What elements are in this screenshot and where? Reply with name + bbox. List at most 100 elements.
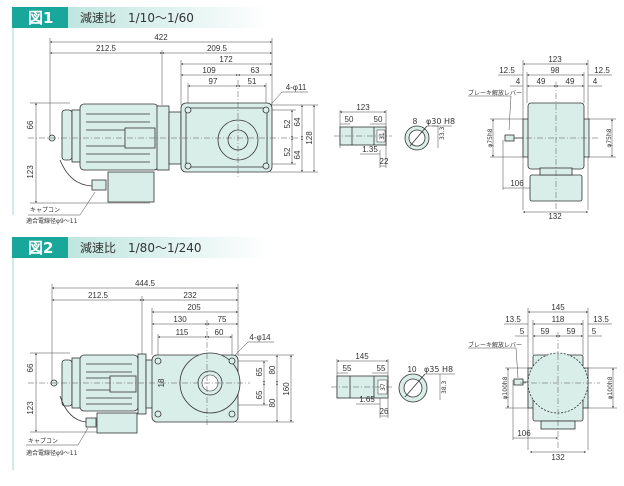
cable-gland (91, 179, 107, 191)
dim-106: 106 (517, 429, 531, 438)
dim-60: 60 (215, 328, 224, 337)
dim-margin-right: 12.5 (594, 66, 610, 75)
dim-margin-left: 12.5 (499, 66, 515, 75)
brake-release-lever (513, 378, 524, 386)
dim-172: 172 (219, 55, 233, 64)
fig1-side-view: 422 212.5 209.5 172 109 63 97 51 4-φ11 6… (26, 33, 318, 225)
dim-80-top: 80 (268, 365, 277, 374)
dim-97: 97 (209, 77, 218, 86)
dim-pilot-left: φ75h8 (487, 128, 494, 147)
dim-65-top: 65 (255, 367, 264, 376)
dim-shaft-length: 145 (355, 352, 369, 361)
dim-overall-length: 422 (154, 33, 168, 42)
dim-overall-length: 444.5 (135, 279, 156, 288)
dim-motor-length: 212.5 (96, 44, 117, 53)
fig1-header: 図1 減速比 1/10～1/60 (12, 7, 268, 215)
dim-keyway-depth: 33.3 (439, 126, 446, 140)
dim-half-right: 49 (566, 77, 575, 86)
dim-groove: 1.65 (359, 395, 375, 404)
dim-64-top: 64 (293, 117, 302, 126)
fig2-header: 図2 減速比 1/80～1/240 (12, 237, 268, 470)
fig1-end-view: 123 12.5 98 12.5 4 49 49 4 ブレーキ解放レバー φ75… (468, 55, 616, 221)
dim-132: 132 (551, 453, 565, 462)
dim-shaft-dia: 37 (380, 383, 387, 391)
dim-52-top: 52 (283, 119, 292, 128)
dim-key-length: 22 (380, 157, 389, 166)
dim-205: 205 (187, 303, 201, 312)
dim-shaft-right: 55 (377, 364, 386, 373)
dim-51: 51 (248, 77, 257, 86)
connector-label: キャプコン (28, 438, 58, 445)
dim-pilot-left: φ100h8 (502, 376, 509, 399)
fig2-side-view: 444.5 212.5 232 205 130 75 115 60 4-φ14 … (26, 279, 294, 457)
dim-motor-length: 212.5 (88, 291, 109, 300)
figure-1: 図1 減速比 1/10～1/60 (12, 7, 616, 225)
dim-end-width: 145 (551, 303, 565, 312)
fan-cover (61, 109, 73, 161)
fig1-title: 減速比 1/10～1/60 (80, 10, 194, 25)
fig2-title: 減速比 1/80～1/240 (80, 240, 202, 255)
dim-pilot-right: φ75h8 (606, 128, 613, 147)
dim-106: 106 (510, 179, 524, 188)
dim-mount-holes: 4-φ11 (286, 83, 307, 92)
dim-123: 123 (26, 165, 35, 179)
dim-18: 18 (157, 378, 166, 387)
dim-115: 115 (176, 328, 189, 337)
dim-109: 109 (202, 66, 216, 75)
dim-shaft-left: 50 (345, 115, 354, 124)
dim-key-length: 26 (380, 407, 389, 416)
dim-shaft-dia: 31 (379, 132, 386, 140)
dim-end-width: 123 (548, 55, 562, 64)
dim-130: 130 (173, 315, 187, 324)
fig1-label: 図1 (28, 9, 53, 27)
terminal-box (96, 412, 138, 434)
figure-2: 図2 減速比 1/80～1/240 (12, 237, 617, 470)
dim-shaft-right: 50 (374, 115, 383, 124)
dim-80-bottom: 80 (268, 398, 277, 407)
dim-margin-left: 13.5 (505, 315, 521, 324)
dim-groove: 1.35 (362, 145, 378, 154)
dim-side-left: 5 (520, 327, 525, 336)
dim-66: 66 (26, 120, 35, 129)
dim-160: 160 (282, 382, 291, 396)
dim-128: 128 (305, 131, 314, 145)
dim-mid: 98 (551, 66, 560, 75)
brake-release-lever (504, 134, 515, 142)
dim-half-left: 59 (541, 327, 550, 336)
terminal-box (107, 171, 155, 203)
brake-lever-label: ブレーキ解放レバー (468, 341, 522, 349)
dim-key-width: 10 (408, 365, 417, 374)
dim-mid: 118 (552, 315, 565, 324)
dim-shaft-length: 123 (356, 103, 370, 112)
dim-65-bottom: 65 (255, 390, 264, 399)
dim-63: 63 (251, 66, 260, 75)
fig2-shaft-detail: 145 55 55 1.65 26 37 10 φ35 H8 38.3 (331, 352, 455, 418)
fig1-shaft-detail: 123 50 50 1.35 22 31 8 φ30 H8 33.3 (334, 103, 455, 168)
dim-gear-length: 209.5 (207, 44, 228, 53)
dim-pilot-right: φ100h8 (607, 376, 614, 399)
dim-52-bottom: 52 (283, 147, 292, 156)
dim-bore: φ30 H8 (426, 117, 455, 126)
dim-66: 66 (26, 363, 35, 372)
dim-123: 123 (26, 401, 35, 415)
dim-75: 75 (218, 315, 227, 324)
dim-keyway-depth: 38.3 (441, 380, 448, 394)
dim-shaft-left: 55 (343, 364, 352, 373)
fig2-end-view: 145 13.5 118 13.5 5 59 59 5 ブレーキ解放レバー φ1… (468, 303, 617, 462)
dim-half-right: 59 (567, 327, 576, 336)
connector-label: キャプコン (30, 207, 60, 214)
brake-lever-label: ブレーキ解放レバー (468, 89, 522, 97)
dim-132: 132 (548, 212, 562, 221)
dim-key-width: 8 (413, 117, 418, 126)
dim-margin-right: 13.5 (593, 315, 609, 324)
dim-side-right: 4 (593, 77, 598, 86)
dim-mount-holes: 4-φ14 (249, 333, 271, 342)
cable-gland (85, 417, 97, 428)
cable-diameter-label: 適合電線径φ9～11 (26, 449, 78, 457)
dim-64-bottom: 64 (293, 150, 302, 159)
dim-bore: φ35 H8 (424, 365, 453, 374)
dim-side-left: 4 (516, 77, 521, 86)
cable-diameter-label: 適合電線径φ9～11 (26, 217, 78, 225)
dim-side-right: 5 (592, 327, 597, 336)
